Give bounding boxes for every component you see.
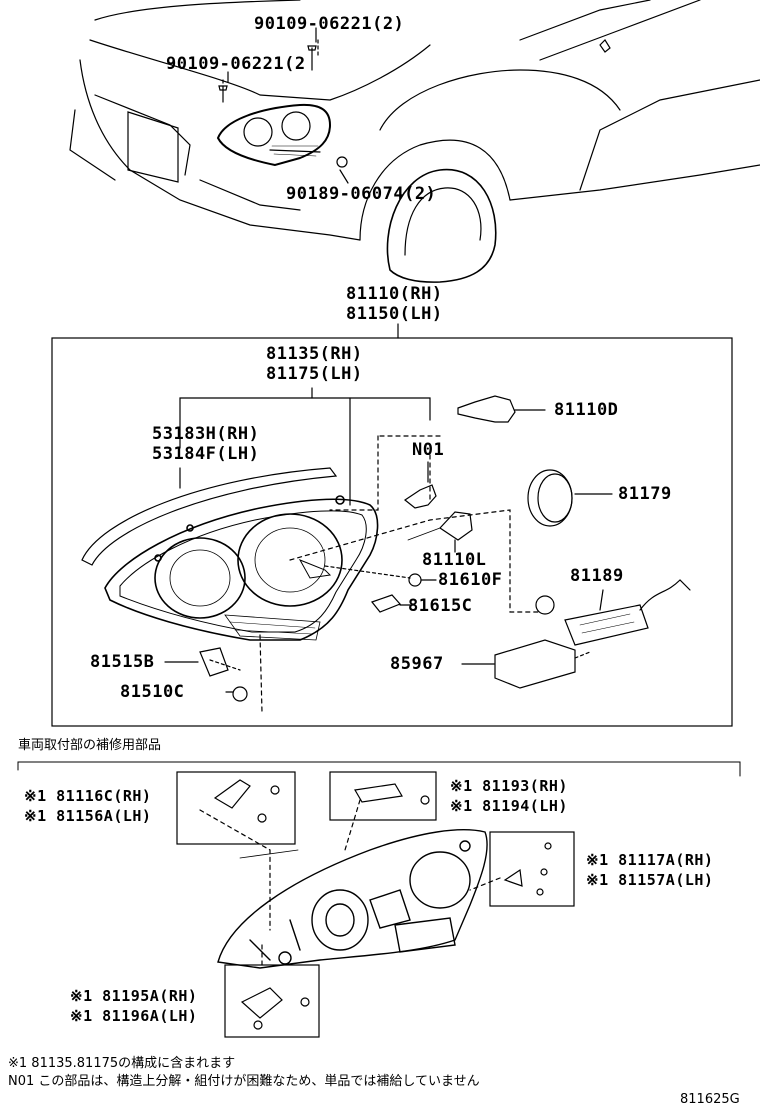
label-81179: 81179 <box>618 484 672 504</box>
bulb-81110l <box>407 511 473 553</box>
label-bolt-left: 90109-06221(2 <box>166 54 306 74</box>
footnote-2: N01 この部品は、構造上分解・組付けが困難なため、単品では補給していません <box>8 1074 480 1089</box>
label-81615c: 81615C <box>408 596 473 616</box>
label-repair-set3-rh: ※1 81117A(RH) <box>586 851 714 869</box>
bulb-81110d <box>457 395 546 423</box>
label-trim-lh: 53184F(LH) <box>152 444 260 464</box>
repair-kit-81193-box <box>329 771 437 821</box>
footnote-1: ※1 81135.81175の構成に含まれます <box>8 1056 236 1071</box>
headlamp-unit <box>104 495 379 641</box>
bulb-81515b <box>164 647 229 677</box>
label-repair-set1-rh: ※1 81116C(RH) <box>24 787 152 805</box>
label-81515b: 81515B <box>90 652 155 672</box>
bulb-81510c <box>225 686 248 702</box>
bulb-n01 <box>403 461 437 509</box>
label-assembly-rh: 81110(RH) <box>346 284 443 304</box>
label-81510c: 81510C <box>120 682 185 702</box>
label-81610f: 81610F <box>438 570 503 590</box>
label-81189: 81189 <box>570 566 624 586</box>
label-repair-set2-rh: ※1 81193(RH) <box>450 777 568 795</box>
headlamp-rear-view <box>217 829 488 969</box>
repair-parts-heading: 車両取付部の補修用部品 <box>18 738 162 753</box>
label-repair-set1-lh: ※1 81156A(LH) <box>24 807 152 825</box>
ballast-85967 <box>461 639 591 689</box>
label-repair-set3-lh: ※1 81157A(LH) <box>586 871 714 889</box>
assembly-box <box>51 337 733 727</box>
label-n01: N01 <box>412 440 445 460</box>
label-repair-set2-lh: ※1 81194(LH) <box>450 797 568 815</box>
figure-reference-id: 811625G <box>680 1092 740 1107</box>
label-repair-set4-lh: ※1 81196A(LH) <box>70 1007 198 1025</box>
repair-kit-81117a-box <box>489 831 575 907</box>
label-assembly-lh: 81150(LH) <box>346 304 443 324</box>
label-81110l: 81110L <box>422 550 487 570</box>
igniter-81189 <box>535 579 691 646</box>
label-bolt-top: 90109-06221(2) <box>254 14 405 34</box>
label-81110d: 81110D <box>554 400 619 420</box>
label-trim-rh: 53183H(RH) <box>152 424 260 444</box>
repair-kit-81116c-box <box>176 771 296 845</box>
label-nut: 90189-06074(2) <box>286 184 437 204</box>
label-repair-set4-rh: ※1 81195A(RH) <box>70 987 198 1005</box>
repair-kit-81195a-box <box>224 964 320 1038</box>
car-front-illustration <box>69 0 760 283</box>
cap-81179 <box>527 469 613 527</box>
trim-strip <box>81 467 338 566</box>
label-housing-lh: 81175(LH) <box>266 364 363 384</box>
label-85967: 85967 <box>390 654 444 674</box>
bulb-81610f <box>408 573 437 587</box>
label-housing-rh: 81135(RH) <box>266 344 363 364</box>
socket-81615c <box>371 594 415 613</box>
